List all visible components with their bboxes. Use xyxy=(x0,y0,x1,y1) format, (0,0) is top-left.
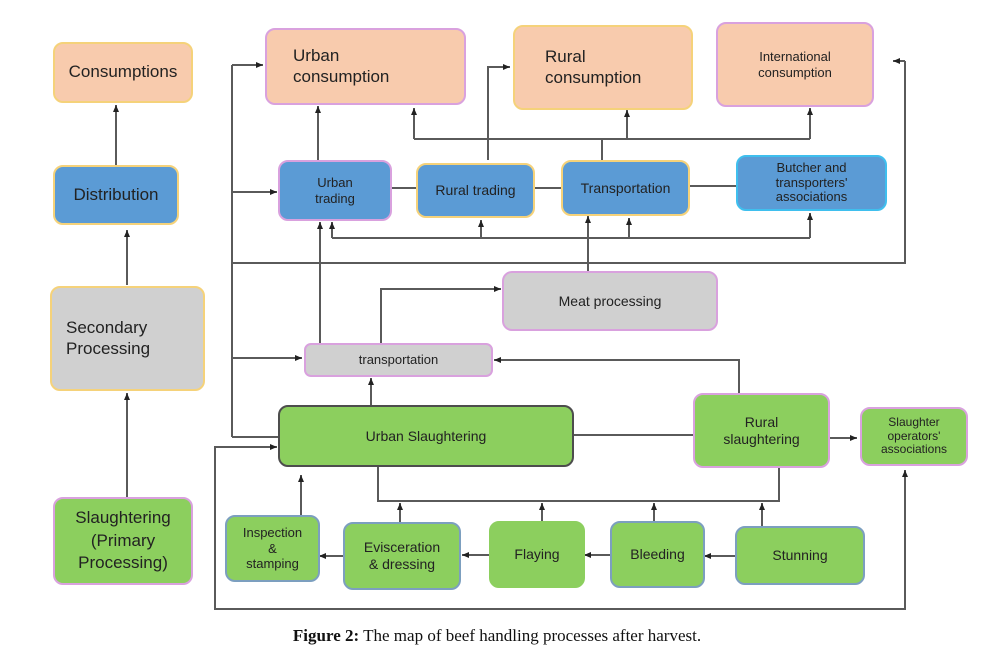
node-consumptions: Consumptions xyxy=(53,42,193,103)
node-label: Slaughtering (Primary Processing) xyxy=(75,507,171,573)
caption-label: Figure 2: xyxy=(292,626,360,645)
node-meat-processing: Meat processing xyxy=(502,271,718,331)
node-label: Slaughter operators' associations xyxy=(880,414,948,457)
node-label: transportation xyxy=(358,352,439,368)
node-label: Secondary Processing xyxy=(66,318,151,358)
arrow-ruraltrading-to-ruralconsumption xyxy=(487,64,510,160)
node-label: Urban consumption xyxy=(293,46,390,86)
node-label: Bleeding xyxy=(630,546,685,563)
arrow-transport-to-meatproc xyxy=(380,286,501,343)
node-transportation: Transportation xyxy=(561,160,690,216)
node-primary-slaughtering: Slaughtering (Primary Processing) xyxy=(53,497,193,585)
node-evisceration-dressing: Evisceration & dressing xyxy=(343,522,461,590)
node-distribution: Distribution xyxy=(53,165,179,225)
node-label: Rural trading xyxy=(435,182,516,199)
node-label: Stunning xyxy=(772,547,828,564)
node-butcher-associations: Butcher and transporters' associations xyxy=(736,155,887,211)
node-label: Flaying xyxy=(514,546,560,563)
node-stunning: Stunning xyxy=(735,526,865,585)
node-rural-slaughtering: Rural slaughtering xyxy=(693,393,830,468)
node-label: Urban Slaughtering xyxy=(365,427,487,444)
node-label: International consumption xyxy=(758,48,832,80)
node-label: Butcher and transporters' associations xyxy=(775,159,848,205)
node-inspection-stamping: Inspection & stamping xyxy=(225,515,320,582)
line-263 xyxy=(232,61,906,264)
node-label: Inspection & stamping xyxy=(242,525,303,572)
node-bleeding: Bleeding xyxy=(610,521,705,588)
node-urban-consumption: Urban consumption xyxy=(265,28,466,105)
node-rural-trading: Rural trading xyxy=(416,163,535,218)
node-label: Urban trading xyxy=(315,174,355,206)
node-transportation-secondary: transportation xyxy=(304,343,493,377)
node-international-consumption: International consumption xyxy=(716,22,874,107)
arrow-ruralslaughter-to-transport xyxy=(494,357,740,394)
node-slaughter-operators-associations: Slaughter operators' associations xyxy=(860,407,968,466)
node-urban-slaughtering: Urban Slaughtering xyxy=(278,405,574,467)
node-flaying: Flaying xyxy=(489,521,585,588)
node-rural-consumption: Rural consumption xyxy=(513,25,693,110)
node-label: Meat processing xyxy=(558,292,662,309)
figure-caption: Figure 2: The map of beef handling proce… xyxy=(0,626,994,646)
node-label: Consumptions xyxy=(68,62,178,82)
node-label: Rural slaughtering xyxy=(723,413,800,447)
node-label: Distribution xyxy=(73,184,159,204)
bar-process xyxy=(377,466,780,502)
node-urban-trading: Urban trading xyxy=(278,160,392,221)
loop-bottom xyxy=(214,446,908,610)
node-secondary-processing: Secondary Processing xyxy=(50,286,205,391)
node-label: Evisceration & dressing xyxy=(363,539,441,572)
node-label: Transportation xyxy=(580,179,671,196)
node-label: Rural consumption xyxy=(545,47,642,87)
caption-text: The map of beef handling processes after… xyxy=(359,626,702,645)
